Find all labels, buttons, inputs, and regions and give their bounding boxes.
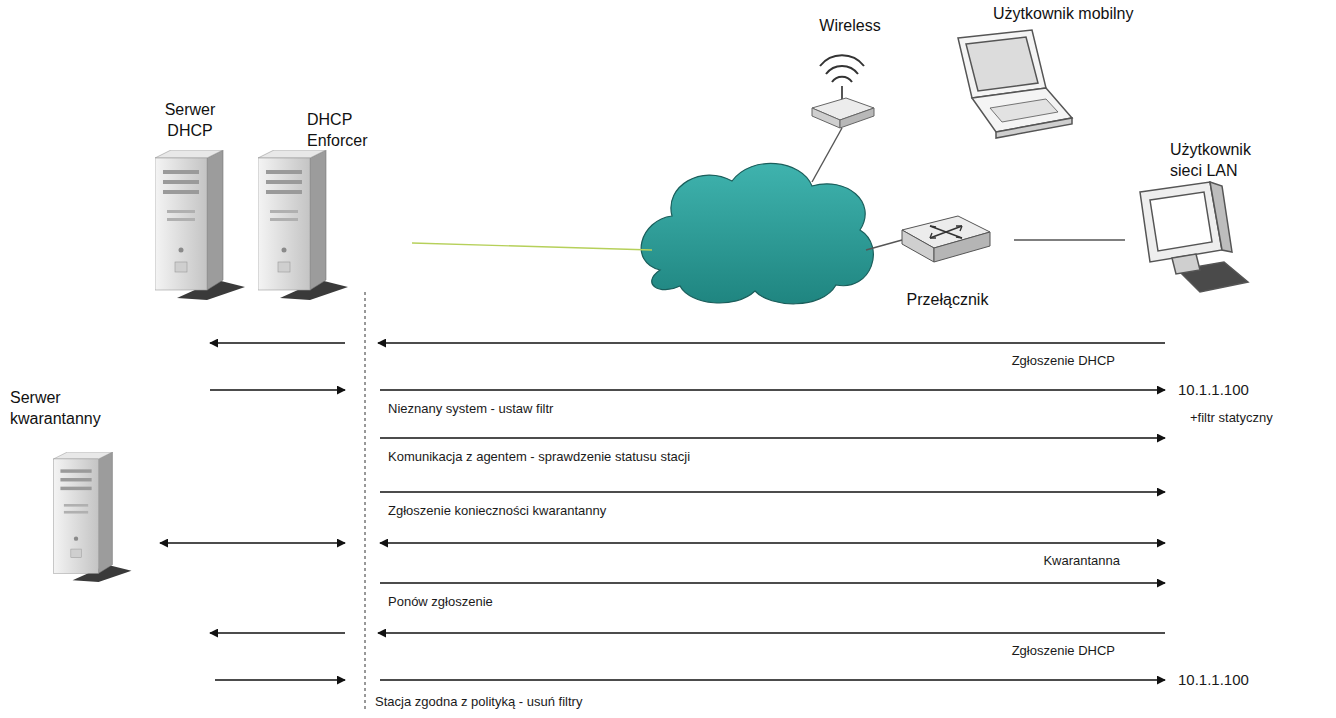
figure-part xyxy=(1210,182,1232,252)
figure-part xyxy=(380,437,1165,438)
figure-part xyxy=(378,632,1165,633)
figure-part xyxy=(1140,182,1222,262)
figure-part xyxy=(210,389,345,390)
figure-part xyxy=(1150,192,1212,251)
ip-address: 10.1.1.100 xyxy=(1178,381,1249,399)
figure-part xyxy=(841,86,843,100)
figure-part xyxy=(412,243,652,250)
node-label: Wireless xyxy=(800,16,900,37)
figure-part xyxy=(54,452,132,582)
figure-part xyxy=(380,582,1165,583)
figure-part xyxy=(934,232,990,262)
desktop-computer-icon xyxy=(1140,182,1248,292)
laptop-icon xyxy=(958,30,1072,138)
figure-part xyxy=(840,108,874,128)
node-label: Przełącznik xyxy=(885,290,1010,311)
message-label: Zgłoszenie DHCP xyxy=(1012,643,1115,659)
ip-address: 10.1.1.100 xyxy=(1178,671,1249,689)
figure-part xyxy=(820,55,864,66)
lifeline xyxy=(365,292,366,712)
figure-part xyxy=(966,37,1038,91)
message-label: +filtr statyczny xyxy=(1190,410,1273,426)
message-label: Nieznany system - ustaw filtr xyxy=(388,401,553,417)
server-icon xyxy=(54,452,132,582)
figure-part xyxy=(826,66,858,74)
sequence-arrows xyxy=(160,343,1165,680)
figure-part xyxy=(155,150,245,300)
enforcer-node: DHCP Enforcer xyxy=(255,110,415,305)
quarantine-server-node: Serwer kwarantanny xyxy=(5,388,145,584)
figure-part xyxy=(902,230,934,262)
figure-part xyxy=(380,389,1165,390)
figure-part xyxy=(215,679,345,680)
figure-part xyxy=(380,491,1165,492)
figure-part xyxy=(832,77,852,82)
figure-part xyxy=(210,342,345,343)
node-label: Serwer kwarantanny xyxy=(10,388,125,430)
switch-node: Przełącznik xyxy=(885,212,1014,315)
figure-part xyxy=(380,679,1165,680)
switch-icon xyxy=(902,216,990,262)
message-label: Zgłoszenie DHCP xyxy=(1012,353,1115,369)
figure-part xyxy=(812,128,842,182)
figure-part xyxy=(930,226,962,238)
figure-part xyxy=(641,163,873,303)
node-label: Serwer DHCP xyxy=(140,100,240,142)
message-label: Zgłoszenie konieczności kwarantanny xyxy=(388,503,606,519)
figure-part xyxy=(1172,254,1200,274)
figure-part xyxy=(812,108,840,128)
message-label: Komunikacja z agentem - sprawdzenie stat… xyxy=(388,449,690,465)
network-link xyxy=(1014,239,1125,240)
figure-part xyxy=(210,632,345,633)
figure-part xyxy=(378,342,1165,343)
figure-part xyxy=(258,150,348,300)
figure-part xyxy=(160,542,345,543)
node-label: DHCP Enforcer xyxy=(307,110,407,152)
network-cloud xyxy=(641,163,873,303)
figure-part xyxy=(365,292,366,712)
server-icon xyxy=(155,150,245,300)
wireless-access-point xyxy=(812,55,874,128)
message-label: Ponów zgłoszenie xyxy=(388,594,493,610)
node-label: Użytkownik sieci LAN xyxy=(1170,140,1285,182)
server-node: Serwer DHCP xyxy=(140,100,245,305)
figure-part xyxy=(958,30,1046,98)
figure-part xyxy=(866,240,902,250)
mobile-user-node: Użytkownik mobilny xyxy=(925,4,1225,144)
server-icon xyxy=(258,150,348,300)
network-link xyxy=(412,128,902,250)
node-label: Użytkownik mobilny xyxy=(993,4,1133,25)
figure-part xyxy=(380,542,1165,543)
lan-user-node: Użytkownik sieci LAN xyxy=(1125,140,1290,295)
message-label: Kwarantanna xyxy=(1043,553,1120,569)
message-label: Stacja zgodna z polityką - usuń filtry xyxy=(375,694,582,710)
wireless-node: Wireless xyxy=(800,16,904,134)
figure-part xyxy=(930,226,962,238)
figure-part xyxy=(990,99,1058,122)
